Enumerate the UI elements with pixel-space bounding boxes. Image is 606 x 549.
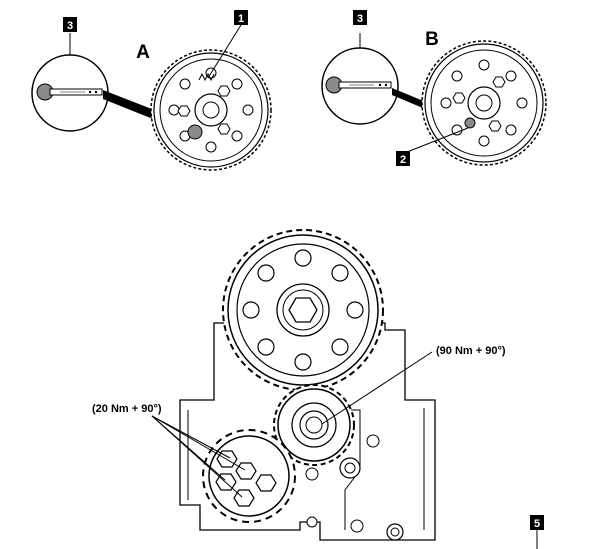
view-a-letter: A bbox=[136, 42, 150, 63]
badge-tool-a: 3 bbox=[63, 17, 77, 32]
torque-callout-90: (90 Nm + 90°) bbox=[321, 345, 506, 425]
badge-marker-label: 1 bbox=[238, 13, 244, 25]
torque-callout-20: (20 Nm + 90°) bbox=[92, 403, 246, 498]
torque-label-20: (20 Nm + 90°) bbox=[92, 403, 162, 415]
assembly-view: (90 Nm + 90°) (20 Nm + 90°) 5 bbox=[92, 229, 544, 549]
badge-tool-b: 3 bbox=[353, 10, 367, 25]
badge-pin: 2 bbox=[396, 127, 469, 166]
magnifier-a bbox=[31, 33, 109, 132]
center-bolt-head bbox=[288, 297, 318, 323]
badge-pin-label: 2 bbox=[400, 154, 406, 166]
badge-tool-a-label: 3 bbox=[67, 20, 73, 32]
locking-pin-a bbox=[187, 124, 203, 140]
magnifier-b bbox=[321, 33, 399, 125]
idler-gear bbox=[273, 384, 355, 466]
badge-corner: 5 bbox=[530, 515, 544, 549]
timing-mark-a bbox=[198, 72, 215, 82]
camshaft-gear bbox=[222, 229, 384, 391]
view-a: 3 A 1 bbox=[31, 10, 272, 171]
locking-pin-b bbox=[464, 117, 476, 129]
badge-marker: 1 bbox=[207, 10, 248, 79]
view-b-letter: B bbox=[425, 29, 439, 50]
badge-corner-label: 5 bbox=[534, 518, 540, 530]
torque-label-90: (90 Nm + 90°) bbox=[436, 345, 506, 357]
gear-a bbox=[150, 49, 272, 171]
crank-gear bbox=[202, 429, 296, 523]
badge-tool-b-label: 3 bbox=[357, 13, 363, 25]
view-b: 3 B 2 bbox=[321, 10, 547, 166]
gear-b bbox=[421, 40, 547, 166]
